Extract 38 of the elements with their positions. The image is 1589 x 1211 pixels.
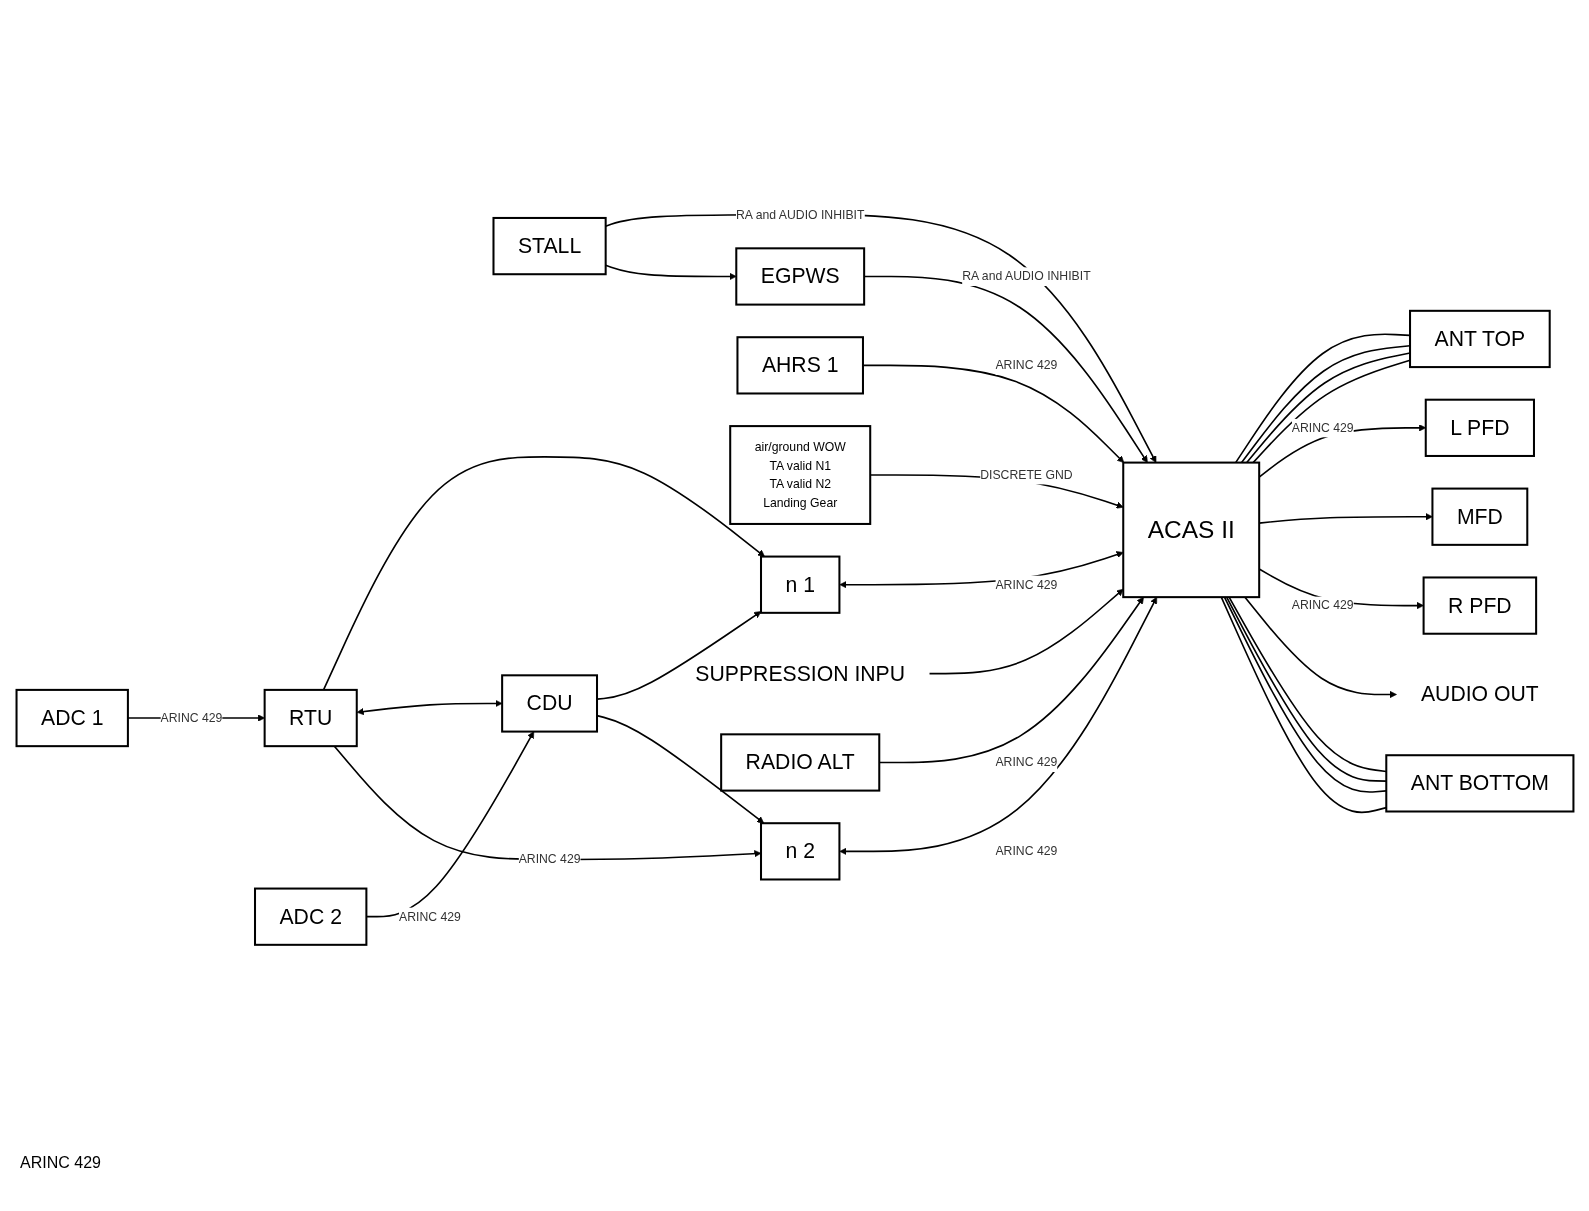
node-box: STALL [492, 216, 607, 276]
arrow [838, 596, 1157, 855]
edge-label: ARINC 429 [994, 754, 1057, 769]
node-box: R PFD [1422, 576, 1537, 635]
arrow [928, 588, 1124, 675]
edge-label: ARINC 429 [160, 710, 222, 725]
node-box: CDU [500, 674, 598, 733]
node-box: n 2 [759, 822, 840, 881]
edge-label: ARINC 429 [1291, 420, 1354, 434]
arrow [356, 699, 502, 715]
edge-label: ARINC 429 [1291, 597, 1354, 612]
node-box: MFD [1430, 487, 1528, 546]
node-text: SUPPRESSION INPU [694, 660, 905, 686]
node-box: RTU [263, 688, 358, 747]
node-box: air/ground WOW TA valid N1 TA valid N2 Landing Gear [728, 424, 871, 525]
node-box: ADC 2 [253, 887, 367, 946]
edge-label: ARINC 429 [994, 357, 1057, 372]
node-box: L PFD [1424, 398, 1535, 457]
node-box: ANT BOTTOM [1384, 754, 1574, 813]
edge-label: DISCRETE GND [979, 467, 1073, 482]
node-box: ANT TOP [1408, 309, 1551, 368]
arrow [1243, 596, 1397, 698]
edge-label: ARINC 429 [518, 851, 581, 866]
edge-label: RA and AUDIO INHIBIT [961, 268, 1091, 283]
node-box: ADC 1 [15, 688, 129, 747]
node-box: n 1 [759, 555, 840, 614]
node-box: ACAS II [1121, 461, 1260, 598]
node-box: AHRS 1 [735, 336, 864, 395]
node-box: RADIO ALT [719, 733, 880, 792]
edge-label: ARINC 429 [398, 908, 461, 923]
edge-label: ARINC 429 [994, 576, 1057, 591]
note-label: ARINC 429 [20, 1154, 101, 1171]
node-text: AUDIO OUT [1420, 681, 1539, 707]
arrow [365, 731, 534, 918]
node-box: EGPWS [734, 247, 865, 306]
edge-label: ARINC 429 [994, 843, 1057, 858]
arrow [862, 275, 1148, 463]
edge-label: RA and AUDIO INHIBIT [735, 206, 864, 221]
